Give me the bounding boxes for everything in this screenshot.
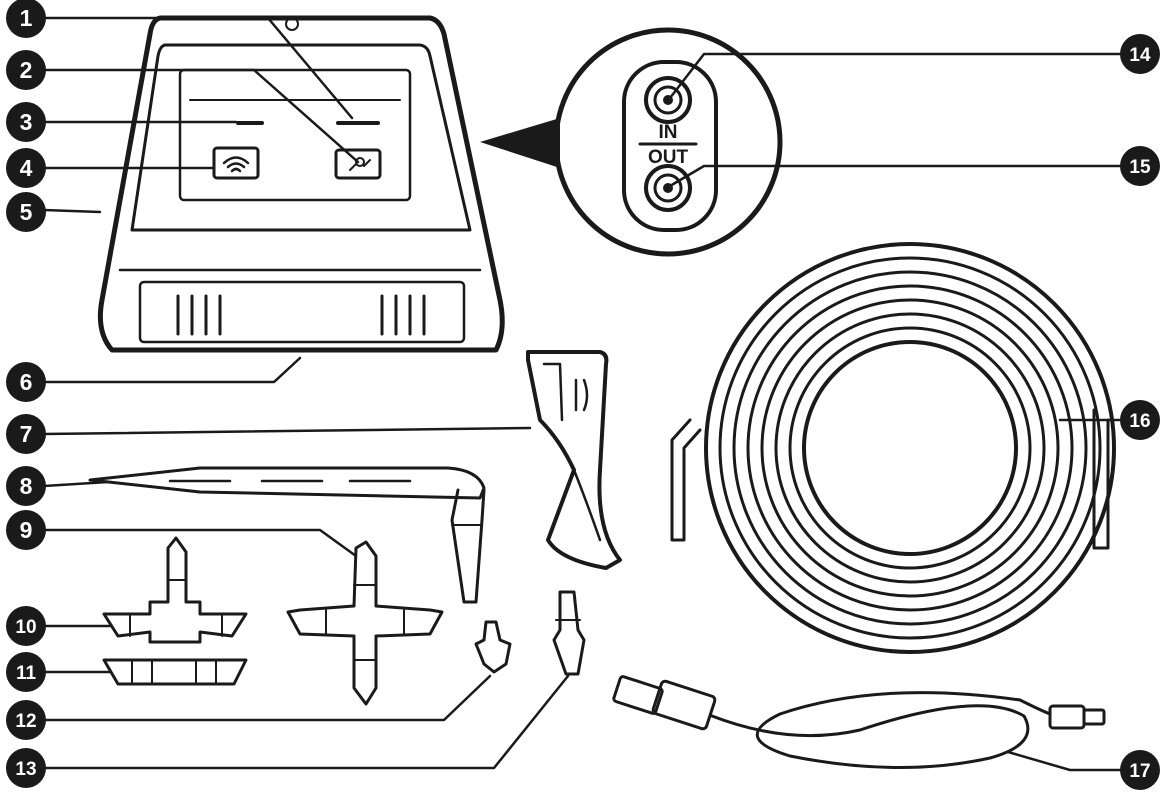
- badge-7-label: 7: [20, 421, 33, 447]
- badge-10: 10: [6, 606, 46, 646]
- badge-2-label: 2: [20, 57, 33, 83]
- port-in: [644, 76, 692, 124]
- badge-5-label: 5: [20, 199, 33, 225]
- end-plug: [474, 620, 512, 674]
- t-connector: [102, 536, 248, 644]
- badge-3-label: 3: [20, 109, 33, 135]
- badge-4-label: 4: [20, 155, 33, 181]
- leader-lines: [42, 16, 1136, 772]
- port-out-label: OUT: [648, 147, 689, 168]
- badge-12: 12: [6, 700, 46, 740]
- badge-13-label: 13: [15, 759, 36, 780]
- left-vents: [176, 294, 222, 336]
- port-in-label: IN: [659, 122, 678, 143]
- badge-6-label: 6: [20, 369, 33, 395]
- badge-14-label: 14: [1129, 45, 1151, 66]
- pair-button: [334, 148, 382, 180]
- badge-4: 4: [6, 148, 46, 188]
- badge-16-label: 16: [1129, 411, 1150, 432]
- badge-17-label: 17: [1129, 761, 1150, 782]
- port-out: [644, 164, 692, 212]
- dripper-nozzle: [552, 590, 586, 676]
- badge-14: 14: [1120, 34, 1160, 74]
- badge-11-label: 11: [16, 663, 37, 684]
- badge-12-label: 12: [15, 711, 36, 732]
- usb-cable: [612, 675, 1106, 770]
- tube-clip: [526, 350, 622, 570]
- badge-9: 9: [6, 510, 46, 550]
- port-zoom: IN OUT: [480, 27, 783, 257]
- badge-9-label: 9: [20, 517, 33, 543]
- badge-17: 17: [1120, 750, 1160, 790]
- drip-stake: [88, 466, 486, 604]
- badge-16: 16: [1120, 400, 1160, 440]
- main-unit: [97, 15, 505, 353]
- badge-3: 3: [6, 102, 46, 142]
- badge-15: 15: [1120, 146, 1160, 186]
- coiled-tube: [670, 242, 1116, 654]
- badge-1: 1: [6, 0, 46, 38]
- straight-connector: [102, 658, 248, 686]
- cross-connector: [286, 540, 444, 706]
- badge-10-label: 10: [15, 617, 36, 638]
- badge-7: 7: [6, 414, 46, 454]
- badge-2: 2: [6, 50, 46, 90]
- badge-13: 13: [6, 748, 46, 788]
- badge-15-label: 15: [1129, 157, 1151, 178]
- badge-8-label: 8: [20, 473, 33, 499]
- right-vents: [380, 294, 426, 336]
- badge-11: 11: [6, 652, 46, 692]
- badge-5: 5: [6, 192, 46, 232]
- badge-8: 8: [6, 466, 46, 506]
- wifi-button: [212, 146, 260, 180]
- badge-6: 6: [6, 362, 46, 402]
- badge-1-label: 1: [20, 5, 33, 31]
